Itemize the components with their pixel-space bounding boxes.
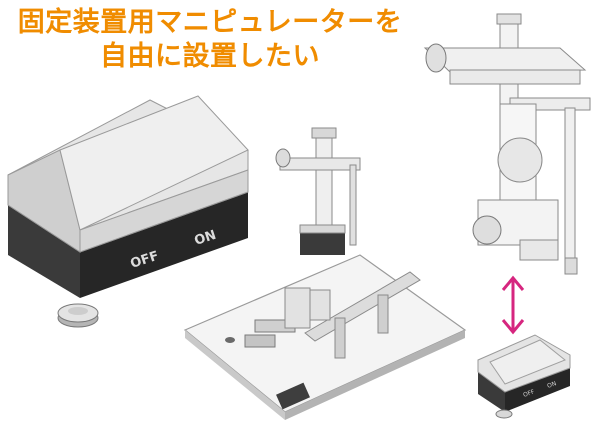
small-switch-base (477, 334, 571, 419)
large-switch-base (7, 95, 249, 328)
on-label: ON (193, 228, 218, 249)
manipulator-detail (423, 13, 591, 275)
headline: 固定装置用マニピュレーターを 自由に設置したい (0, 6, 420, 74)
headline-line-2: 自由に設置したい (100, 41, 320, 72)
stage-plate-assembly (183, 127, 467, 420)
double-arrow-icon (501, 275, 525, 335)
headline-line-1: 固定装置用マニピュレーターを (17, 7, 403, 38)
small-off-label: OFF (522, 388, 536, 399)
small-on-label: ON (546, 380, 557, 390)
